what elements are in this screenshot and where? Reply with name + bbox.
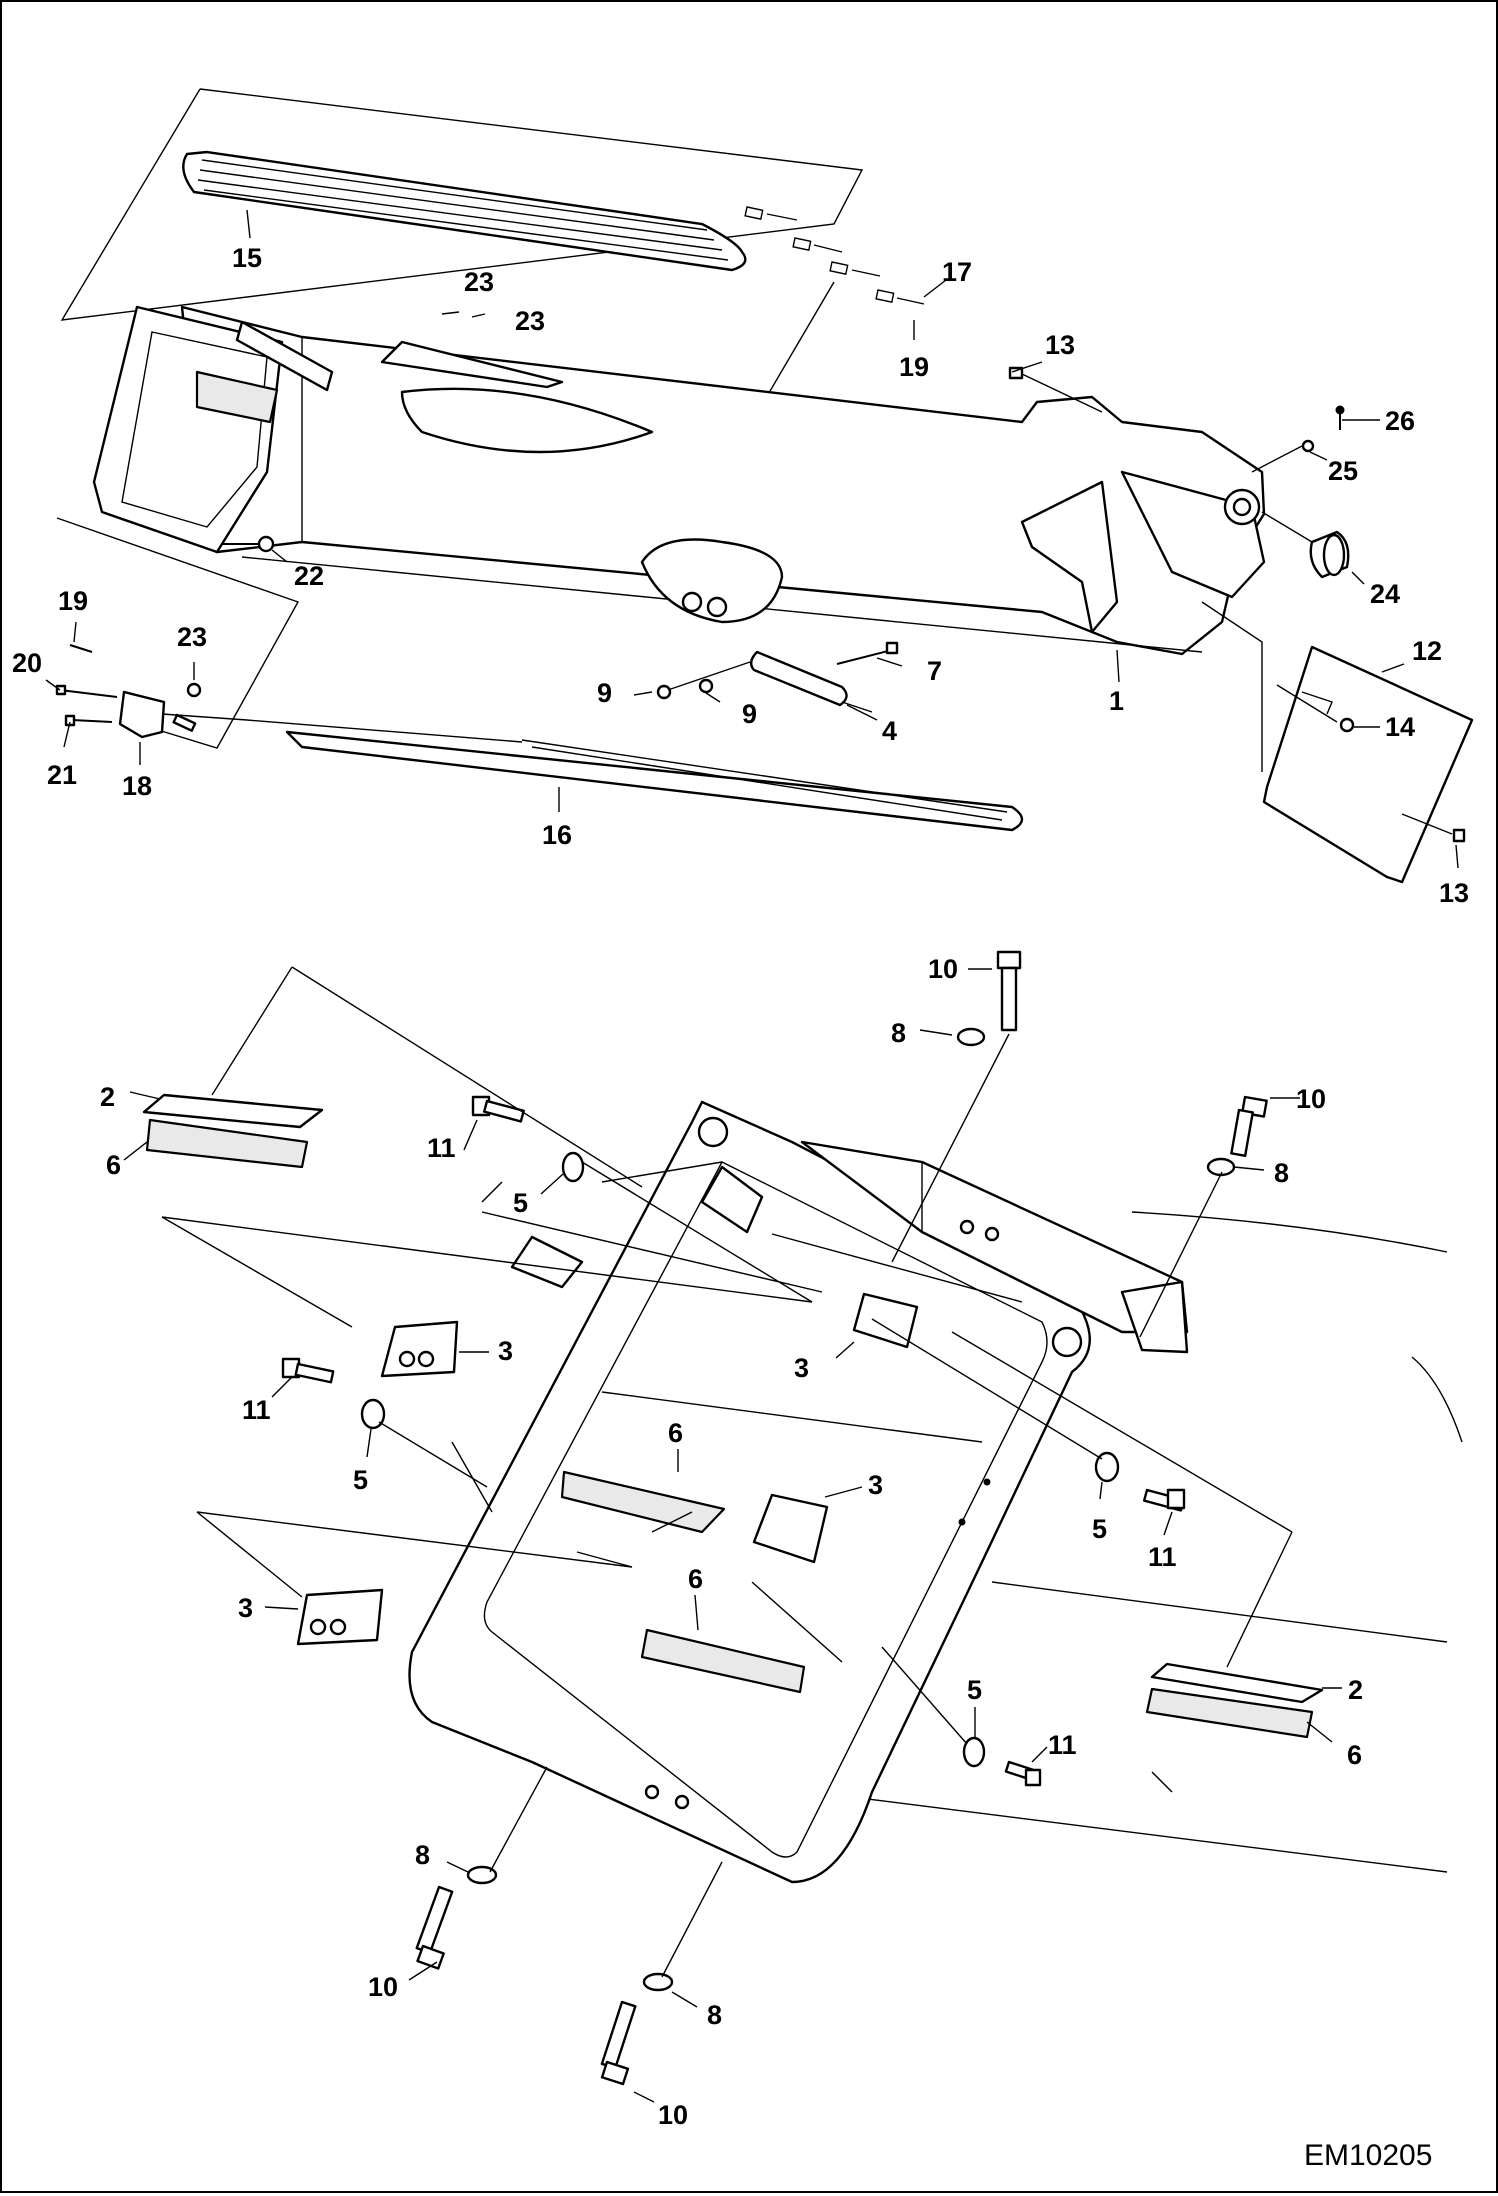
callout-18: 18 bbox=[122, 771, 152, 801]
callout-15: 15 bbox=[232, 243, 262, 273]
bolt-part-11c bbox=[1142, 1488, 1186, 1512]
hose-part-16 bbox=[246, 719, 1024, 832]
callout-23c: 23 bbox=[177, 622, 207, 652]
callout-5b: 5 bbox=[353, 1465, 368, 1495]
bolt-part-13a bbox=[1008, 366, 1103, 413]
callout-6a: 6 bbox=[106, 1150, 121, 1180]
callout-11c: 11 bbox=[1148, 1542, 1177, 1572]
callout-5d: 5 bbox=[967, 1675, 982, 1705]
callout-17: 17 bbox=[942, 257, 972, 287]
shim-part-6c bbox=[640, 1628, 806, 1694]
bolt-part-11b bbox=[281, 1357, 335, 1384]
callout-13a: 13 bbox=[1045, 330, 1075, 360]
callout-19a: 19 bbox=[899, 352, 929, 382]
callout-9b: 9 bbox=[742, 699, 757, 729]
mount-frame bbox=[408, 1100, 1189, 1884]
bolt-part-11a bbox=[471, 1095, 525, 1123]
callout-3d: 3 bbox=[238, 1593, 253, 1623]
top-callouts: 15 23 23 17 19 13 26 25 24 12 14 13 1 7 … bbox=[12, 243, 1469, 908]
cover-plate-part-12 bbox=[1262, 645, 1474, 884]
washer-part-8c bbox=[466, 1865, 498, 1885]
callout-8c: 8 bbox=[415, 1840, 430, 1870]
callout-12: 12 bbox=[1412, 636, 1442, 666]
shim-part-6a bbox=[145, 1118, 309, 1169]
bracket-part-18 bbox=[55, 644, 248, 739]
callout-11b: 11 bbox=[242, 1395, 271, 1425]
bottom-callouts: 10 8 10 8 2 6 11 5 3 3 11 5 6 3 5 11 3 6… bbox=[100, 954, 1363, 2130]
callout-21: 21 bbox=[47, 760, 77, 790]
callout-2a: 2 bbox=[100, 1082, 115, 1112]
callout-19b: 19 bbox=[58, 586, 88, 616]
pin-part-4 bbox=[661, 650, 873, 713]
callout-3c: 3 bbox=[868, 1470, 883, 1500]
callout-5c: 5 bbox=[1092, 1514, 1107, 1544]
callout-8b: 8 bbox=[1274, 1158, 1289, 1188]
bushing-part-24 bbox=[1261, 511, 1350, 579]
bolt-part-10c bbox=[415, 1885, 454, 1970]
washer-part-5b bbox=[360, 1398, 386, 1430]
drawing-code: EM10205 bbox=[1304, 2139, 1432, 2172]
callout-13b: 13 bbox=[1439, 878, 1469, 908]
nut-part-9b bbox=[698, 678, 714, 694]
callout-5a: 5 bbox=[513, 1188, 528, 1218]
callout-3b: 3 bbox=[794, 1353, 809, 1383]
bottom-assembly: 10 8 10 8 2 6 11 5 3 3 11 5 6 3 5 11 3 6… bbox=[100, 950, 1463, 2130]
callout-14: 14 bbox=[1385, 712, 1415, 742]
plate-part-2b bbox=[1150, 1662, 1324, 1704]
callout-16: 16 bbox=[542, 820, 572, 850]
callout-11d: 11 bbox=[1048, 1730, 1077, 1760]
callout-8d: 8 bbox=[707, 2000, 722, 2030]
callout-10a: 10 bbox=[928, 954, 958, 984]
callout-20: 20 bbox=[12, 648, 42, 678]
bolt-part-10b bbox=[1230, 1095, 1268, 1157]
callout-24: 24 bbox=[1370, 579, 1400, 609]
callout-10b: 10 bbox=[1296, 1084, 1326, 1114]
bolt-part-10a bbox=[996, 950, 1022, 1032]
callout-10c: 10 bbox=[368, 1972, 398, 2002]
washer-part-5c bbox=[1094, 1451, 1120, 1483]
callout-6b: 6 bbox=[668, 1418, 683, 1448]
bolt-part-13b bbox=[1401, 813, 1466, 843]
washer-part-8a bbox=[956, 1027, 986, 1047]
nut-part-9a bbox=[656, 684, 672, 700]
hose-bundle-part-15 bbox=[182, 150, 925, 305]
callout-7: 7 bbox=[927, 656, 942, 686]
bolt-part-11d bbox=[1004, 1760, 1042, 1787]
pad-part-3a bbox=[380, 1320, 459, 1378]
callout-4: 4 bbox=[882, 716, 897, 746]
top-assembly: 15 23 23 17 19 13 26 25 24 12 14 13 1 7 … bbox=[12, 88, 1474, 908]
fitting-part-26 bbox=[1335, 405, 1345, 430]
washer-part-5a bbox=[561, 1151, 585, 1183]
callout-8a: 8 bbox=[891, 1018, 906, 1048]
pad-part-3b bbox=[852, 1292, 919, 1349]
callout-6d: 6 bbox=[1347, 1740, 1362, 1770]
washer-part-22 bbox=[257, 535, 275, 553]
plate-part-2a bbox=[142, 1093, 324, 1129]
grease-fitting-part-25 bbox=[1301, 439, 1315, 453]
callout-2b: 2 bbox=[1348, 1675, 1363, 1705]
callout-26: 26 bbox=[1385, 406, 1415, 436]
callout-22: 22 bbox=[294, 561, 324, 591]
callout-11a: 11 bbox=[427, 1133, 456, 1163]
callout-1: 1 bbox=[1109, 686, 1124, 716]
callout-10d: 10 bbox=[658, 2100, 688, 2130]
callout-25: 25 bbox=[1328, 456, 1358, 486]
pad-part-3c bbox=[752, 1493, 829, 1564]
callout-9a: 9 bbox=[597, 678, 612, 708]
callout-23b: 23 bbox=[515, 306, 545, 336]
washer-part-8d bbox=[642, 1972, 674, 1992]
callout-3a: 3 bbox=[498, 1336, 513, 1366]
callout-6c: 6 bbox=[688, 1564, 703, 1594]
washer-part-5d bbox=[962, 1736, 986, 1768]
boom-body-part-1 bbox=[92, 305, 1266, 772]
pad-part-3d bbox=[296, 1588, 384, 1646]
shim-part-6d bbox=[1145, 1687, 1314, 1739]
callout-23a: 23 bbox=[464, 267, 494, 297]
bolt-part-7 bbox=[836, 641, 899, 665]
bolt-part-10d bbox=[600, 2000, 637, 2086]
